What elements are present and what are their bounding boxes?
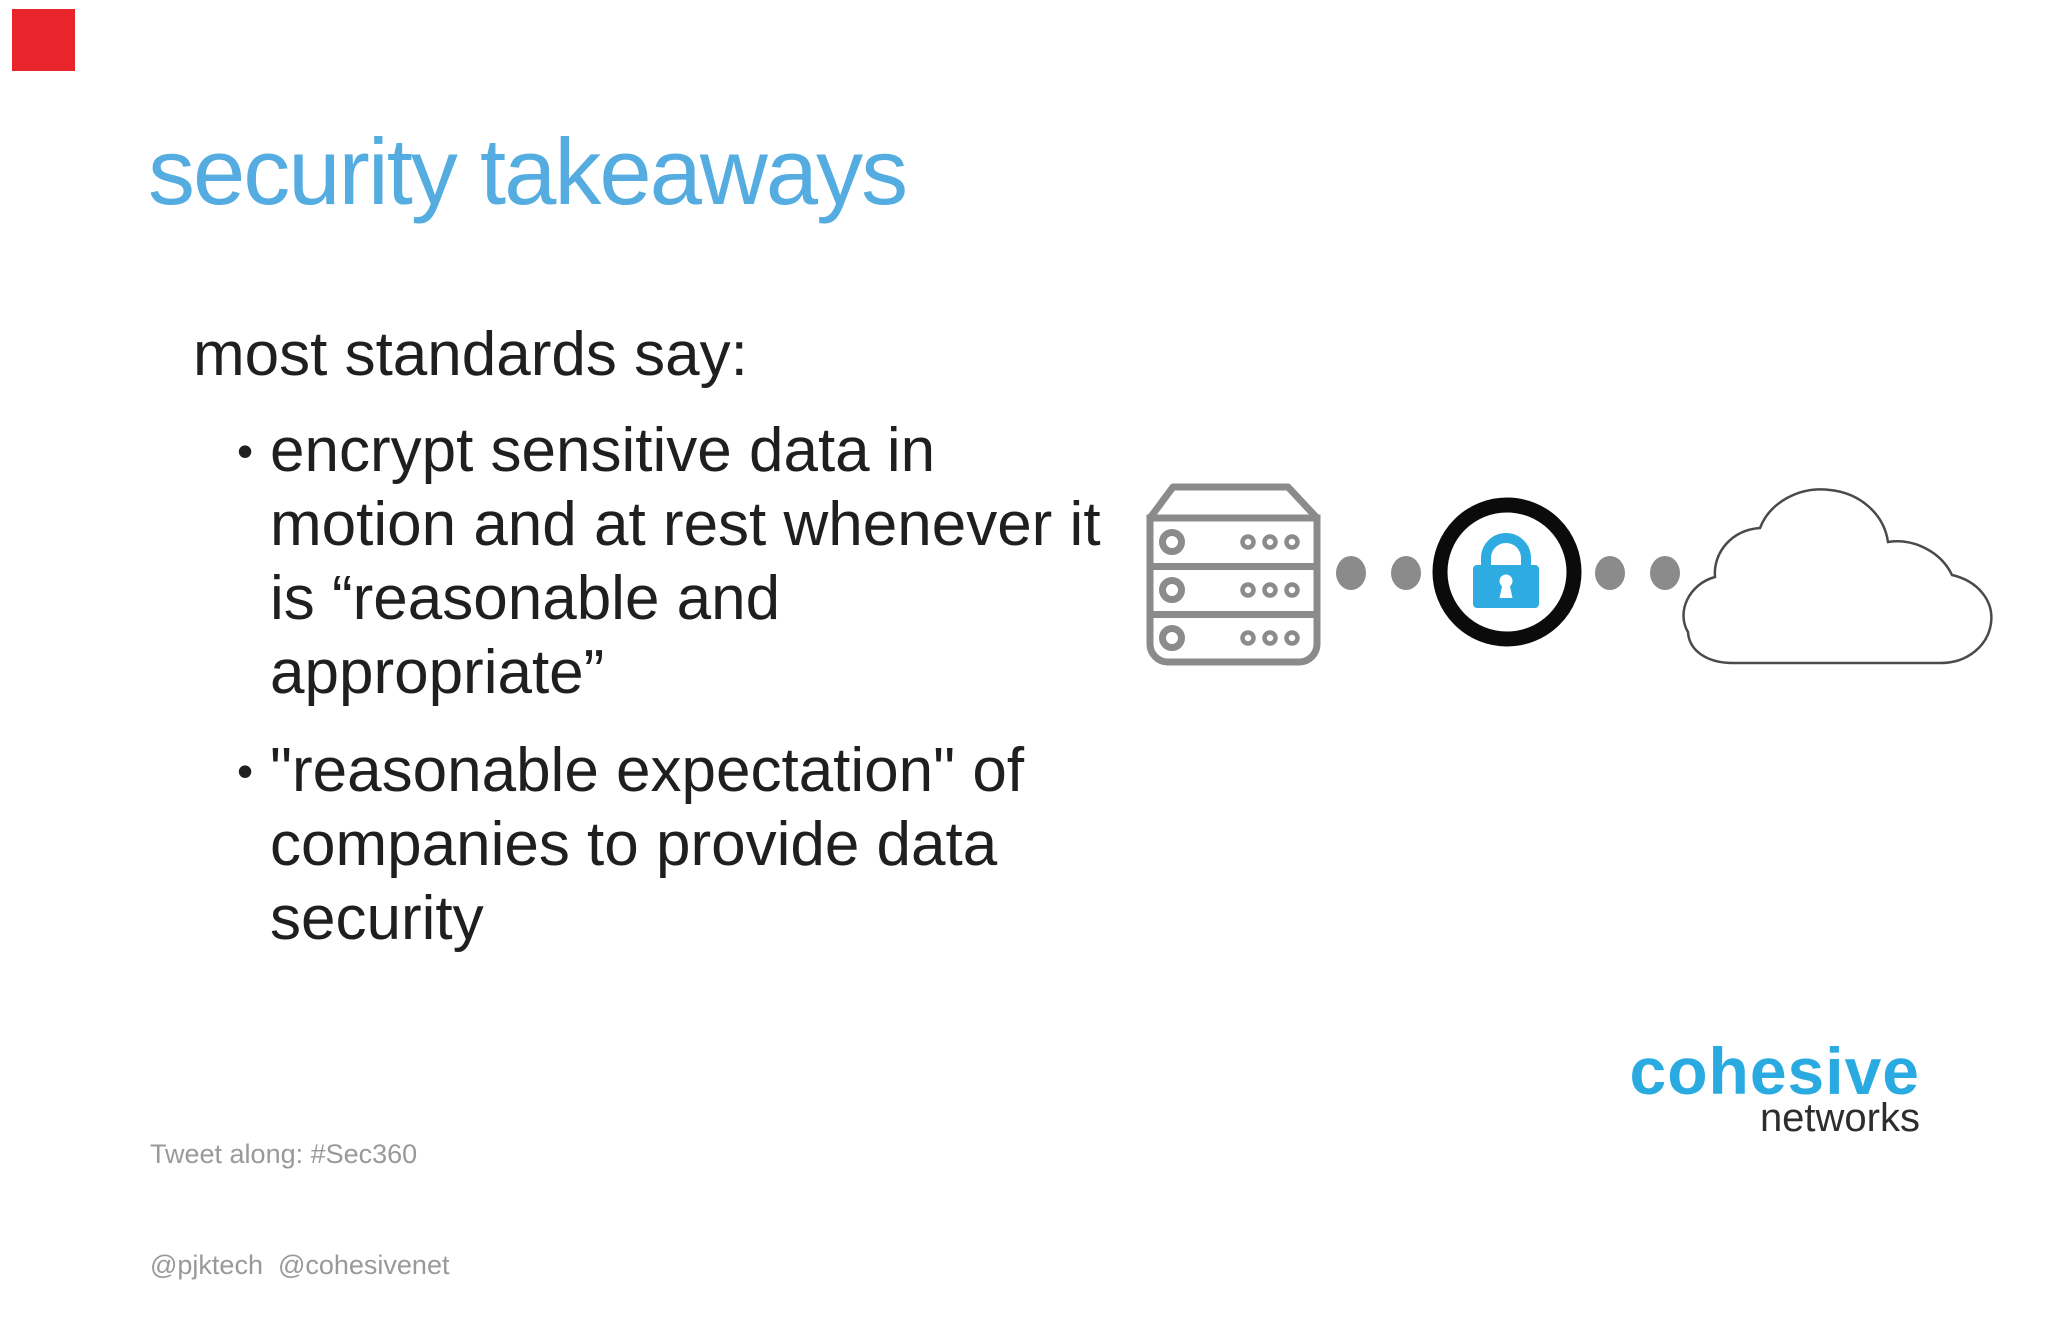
connector-dots-right (1595, 556, 1680, 590)
bullet-item-2: • "reasonable expectation" of companies … (237, 734, 1101, 956)
bullet-dot: • (237, 425, 254, 477)
bullet-text-1: encrypt sensitive data in motion and at … (270, 416, 1101, 707)
bullet-text-2: "reasonable expectation" of companies to… (270, 736, 1025, 953)
padlock-circle-icon (1432, 497, 1582, 647)
footer-social: Tweet along: #Sec360 @pjktech @cohesiven… (150, 1062, 449, 1321)
slide-title: security takeaways (148, 119, 908, 224)
bullet-list: • encrypt sensitive data in motion and a… (237, 414, 1101, 956)
server-rack-icon (1146, 483, 1321, 666)
logo-wordmark: cohesive (1629, 1034, 1920, 1108)
footer-handles: @pjktech @cohesivenet (150, 1250, 450, 1280)
cloud-icon (1682, 488, 1993, 665)
connector-dots-left (1336, 556, 1421, 590)
encryption-diagram (1140, 480, 2000, 680)
bullet-item-1: • encrypt sensitive data in motion and a… (237, 414, 1101, 710)
cohesive-networks-logo: cohesive networks (1630, 1038, 1921, 1138)
logo-subtitle: networks (1759, 1096, 1920, 1140)
red-corner-marker (12, 9, 75, 71)
bullet-dot: • (237, 745, 254, 797)
footer-hashtag: Tweet along: #Sec360 (150, 1139, 418, 1169)
slide: { "slide": { "title": "security takeaway… (12, 9, 2000, 1280)
intro-text: most standards say: (193, 320, 748, 389)
encryption-diagram-svg (1146, 483, 1993, 666)
